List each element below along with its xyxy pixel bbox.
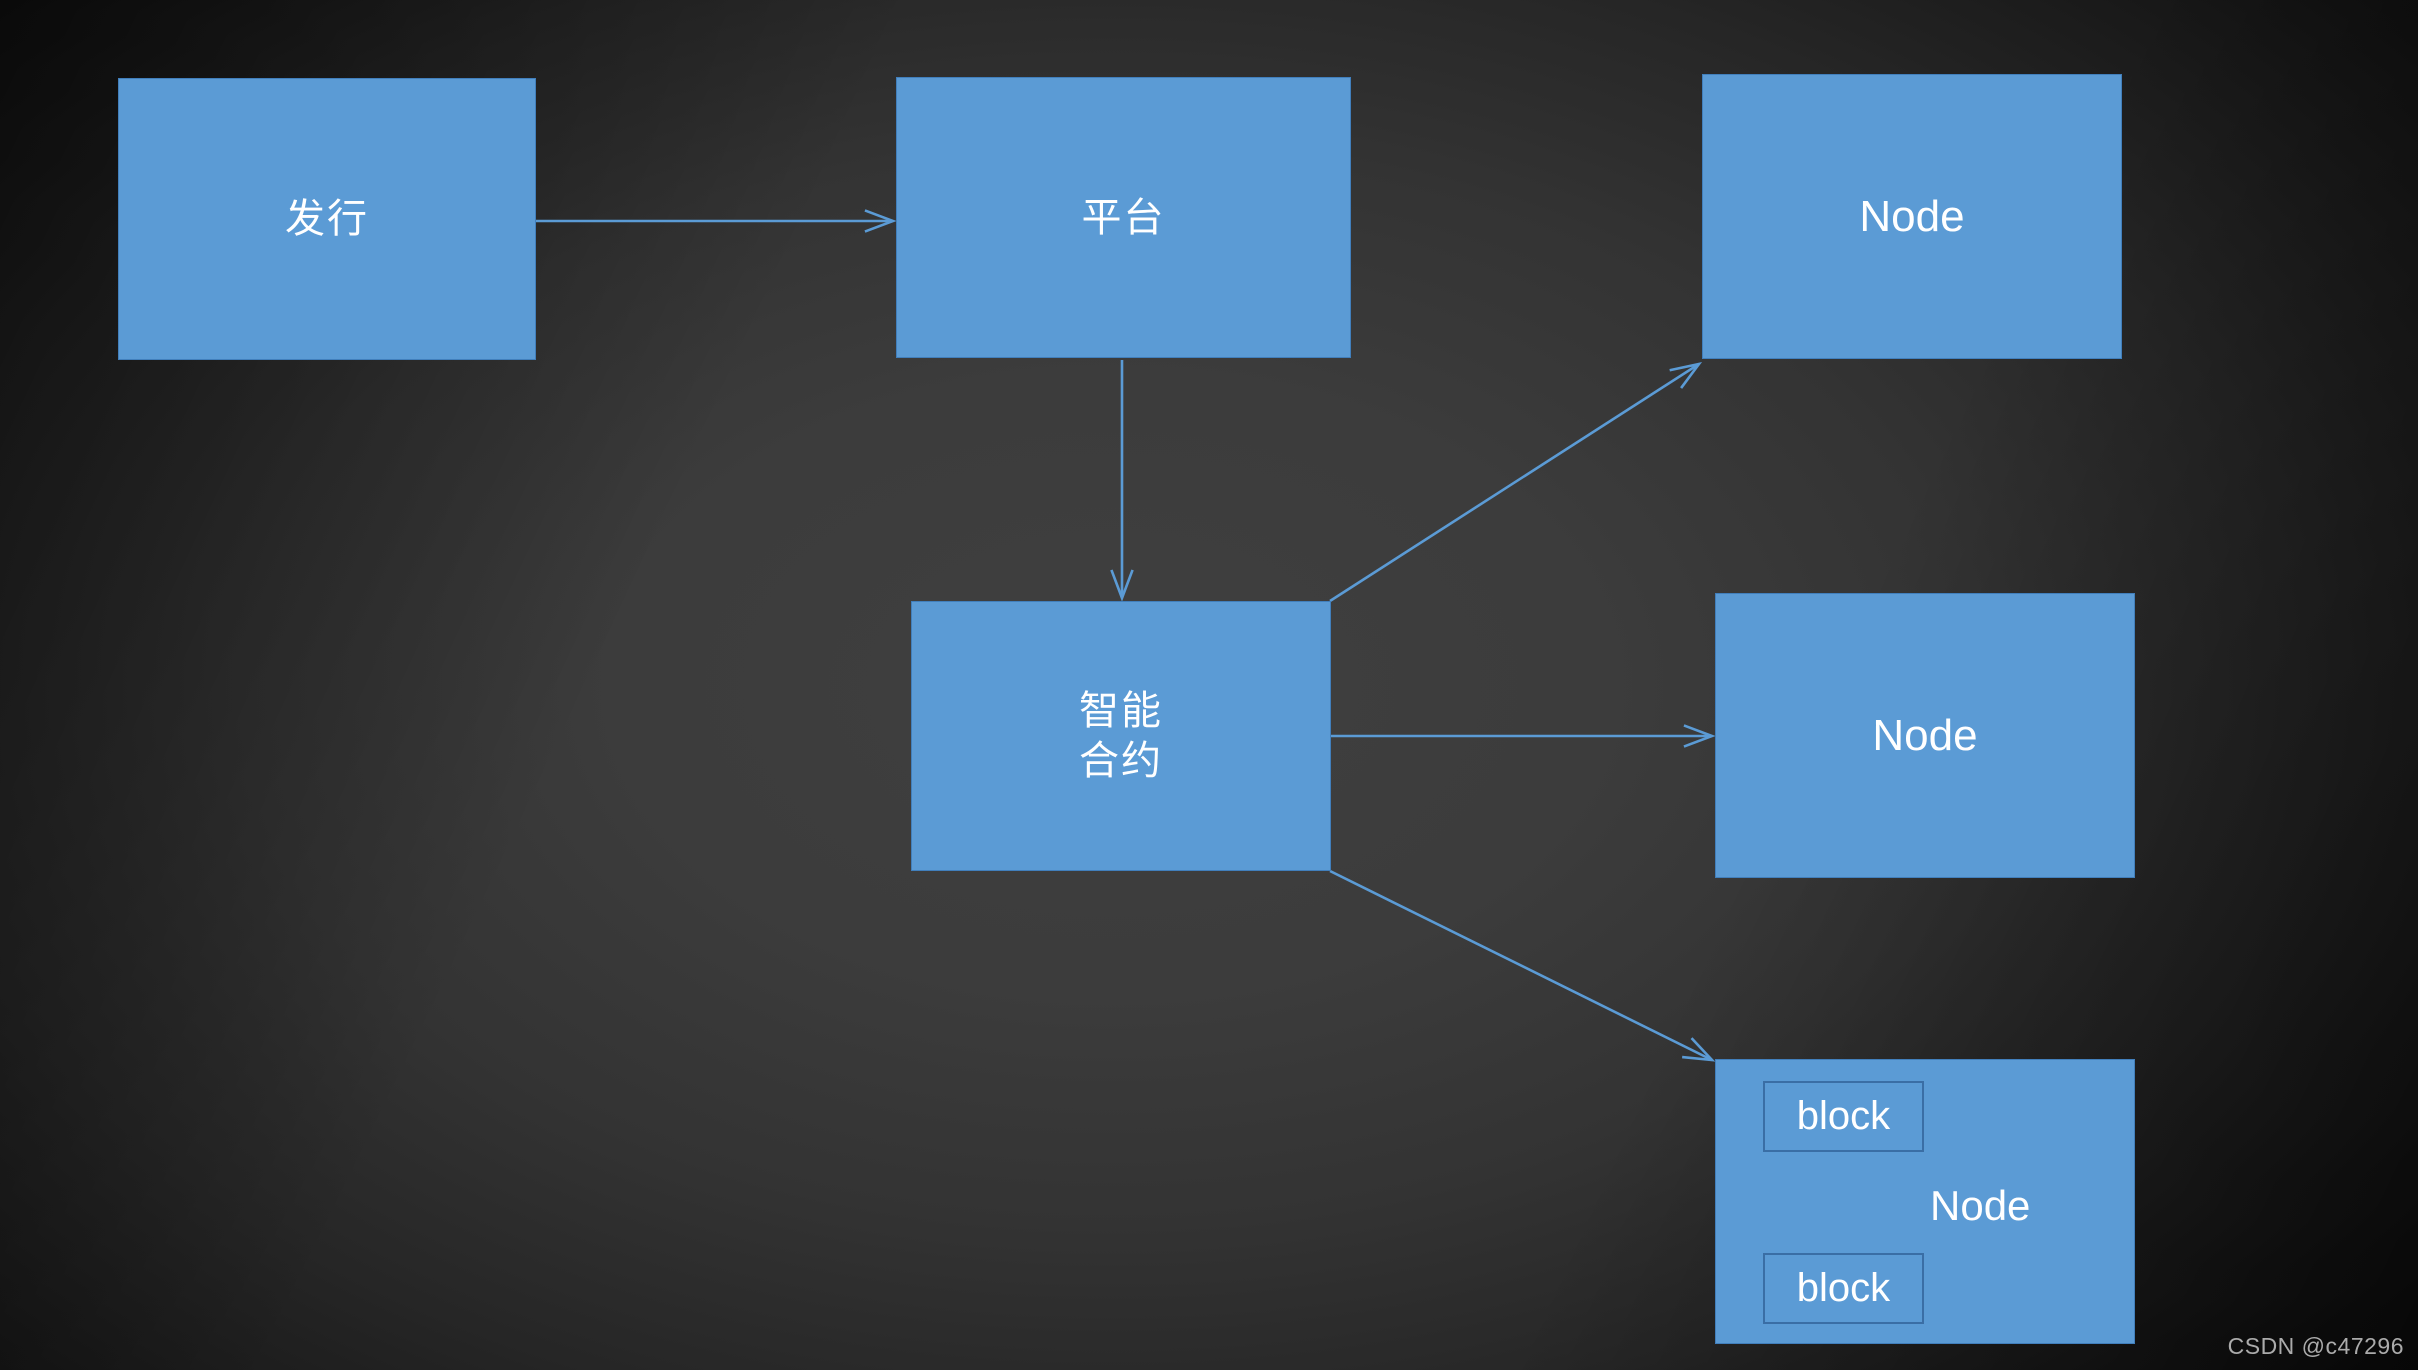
node-label-issue: 发行 <box>285 197 369 241</box>
inner-block-bottom-label: block <box>1796 1266 1891 1310</box>
node-box-platform[interactable]: 平台 <box>896 77 1351 358</box>
inner-node-label: Node <box>1930 1182 2031 1229</box>
node-box-issue[interactable]: 发行 <box>118 78 536 360</box>
inner-block-bottom[interactable]: block <box>1763 1253 1924 1324</box>
node-label-smart-contract: 智能合约 <box>1079 689 1163 783</box>
node-box-smart-contract[interactable]: 智能合约 <box>911 601 1331 871</box>
node-label-node-1: Node <box>1859 192 1965 241</box>
inner-block-top-label: block <box>1796 1094 1891 1138</box>
node-box-node-2[interactable]: Node <box>1715 593 2135 878</box>
node-label-platform: 平台 <box>1081 195 1166 240</box>
csdn-watermark: CSDN @c47296 <box>2227 1333 2404 1359</box>
node-label-node-2: Node <box>1872 711 1978 760</box>
node-box-node-1[interactable]: Node <box>1702 74 2122 359</box>
inner-block-top[interactable]: block <box>1763 1081 1924 1152</box>
